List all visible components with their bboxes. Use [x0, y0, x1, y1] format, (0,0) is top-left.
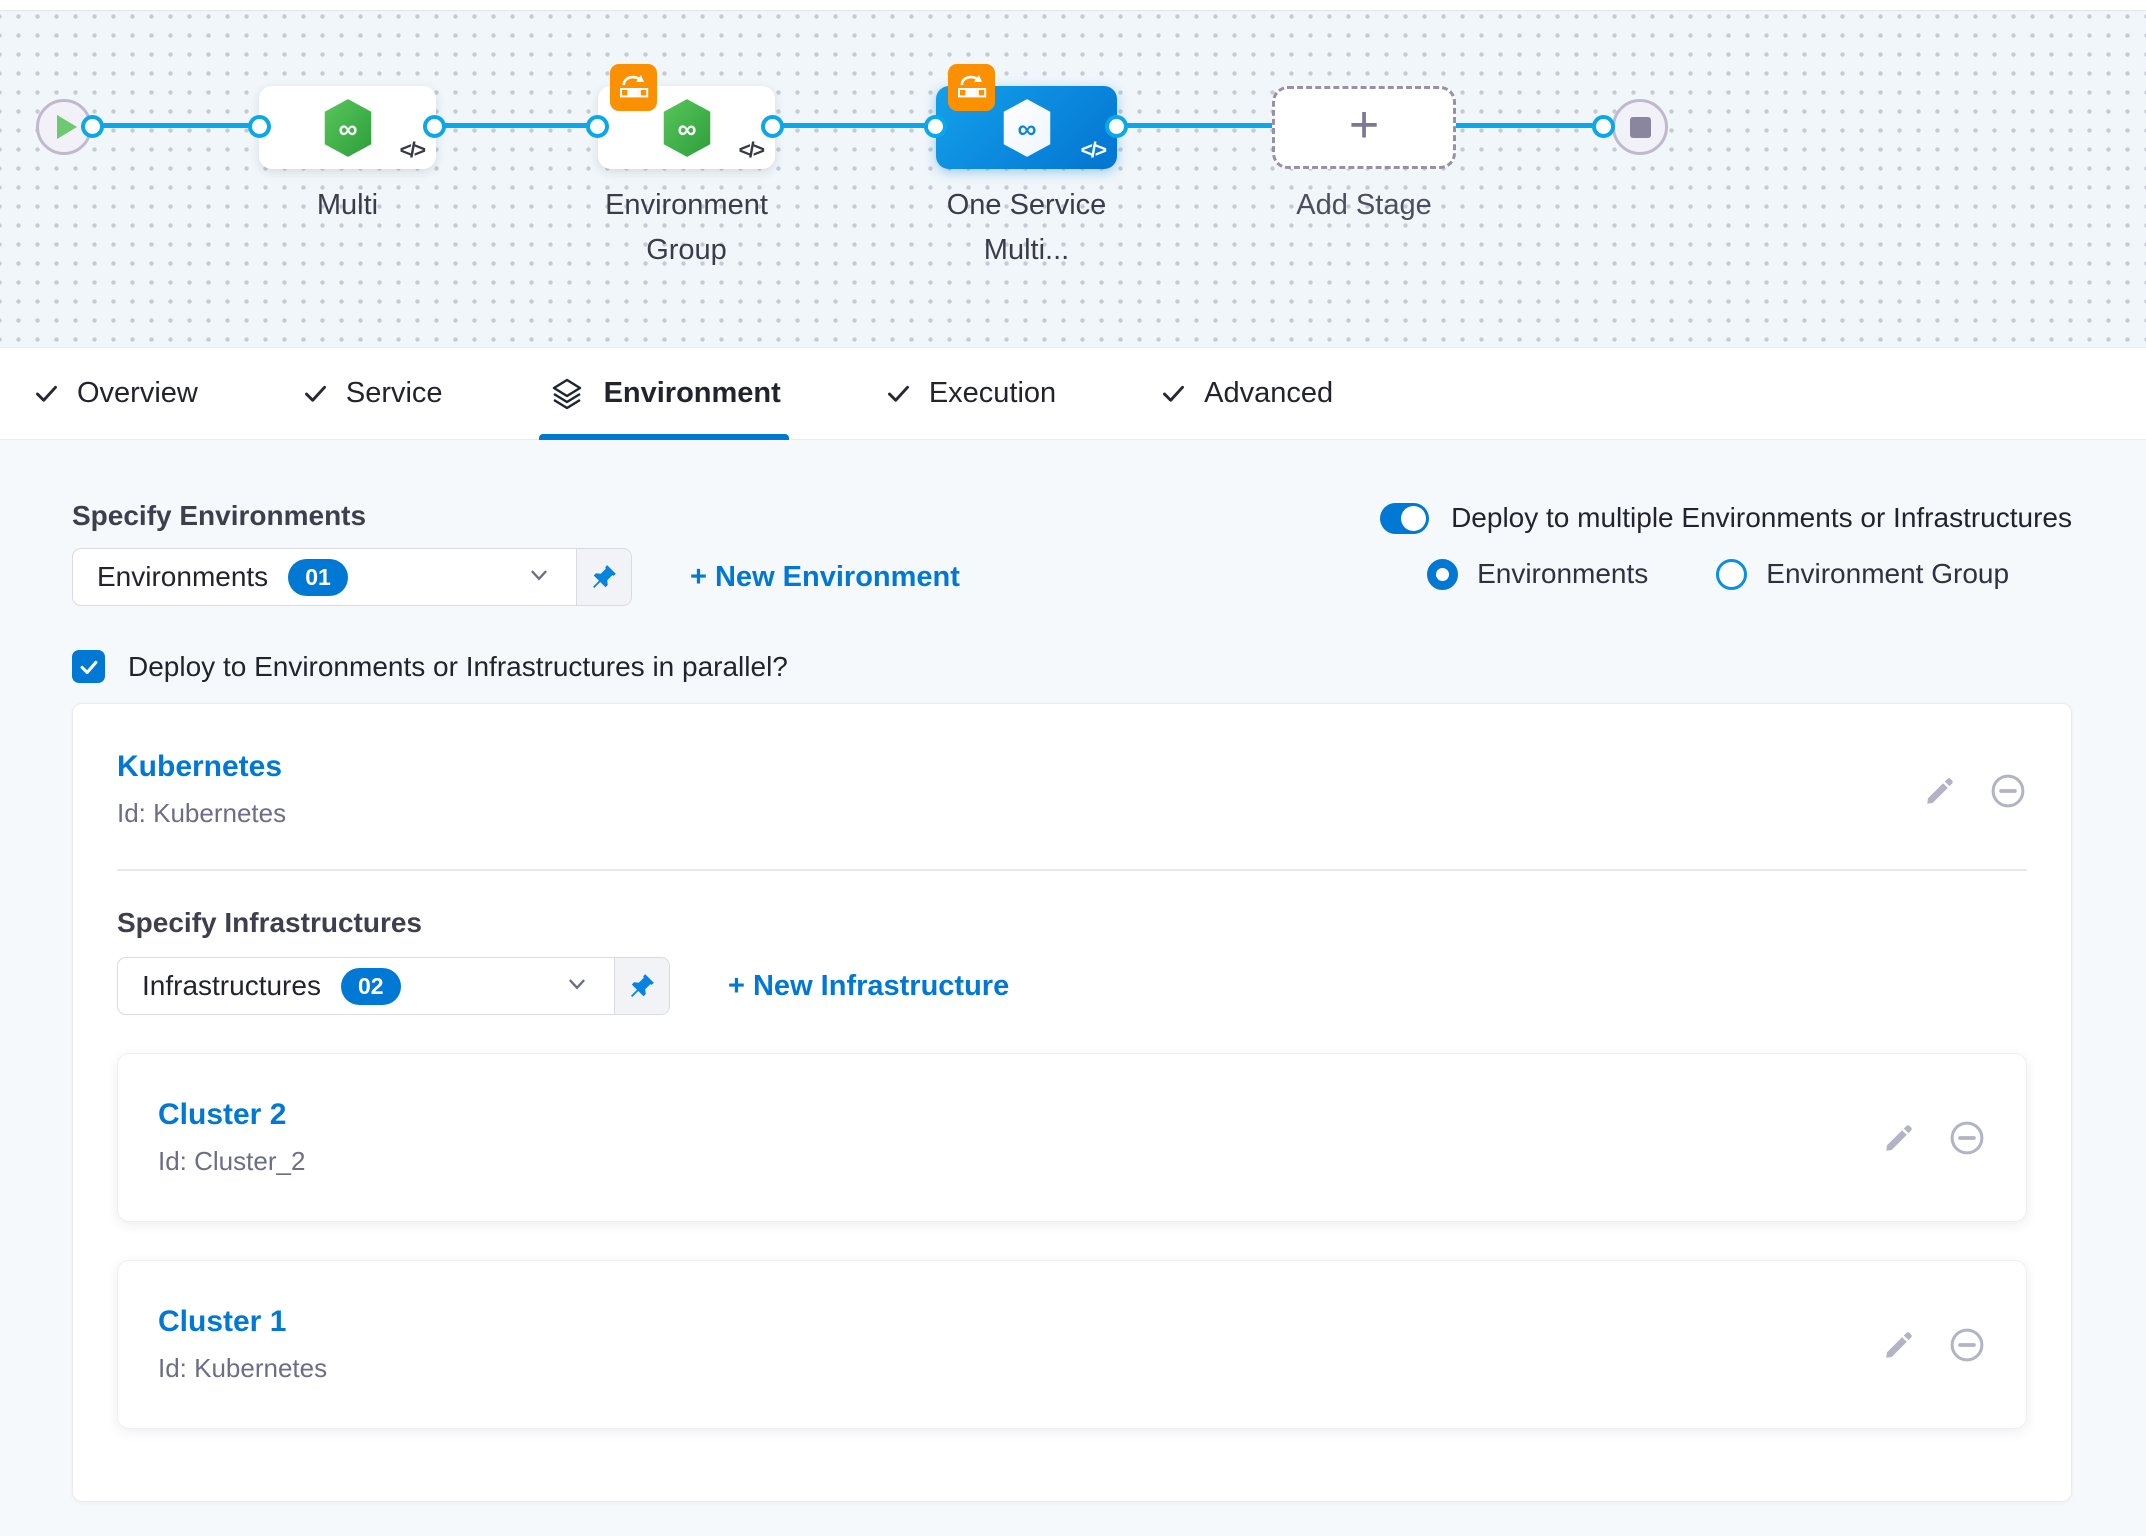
- infrastructure-name-link[interactable]: Cluster 1: [158, 1305, 287, 1338]
- pushpin-icon: [593, 565, 616, 588]
- pipeline-end-node: [1612, 99, 1668, 155]
- add-stage-button[interactable]: +: [1272, 86, 1456, 169]
- infrastructure-id: Id: Cluster_2: [158, 1146, 306, 1176]
- chevron-down-icon[interactable]: [526, 562, 552, 593]
- remove-environment-button[interactable]: [1989, 772, 2027, 810]
- stop-icon: [1629, 116, 1651, 138]
- radio-unselected-icon: [1716, 558, 1748, 590]
- connector-port: [423, 115, 446, 138]
- minus-circle-icon: [1950, 1121, 1984, 1154]
- connector-port: [586, 115, 609, 138]
- environments-count-badge: 01: [288, 558, 348, 596]
- multi-env-toggle[interactable]: [1380, 502, 1430, 534]
- environments-select: Environments 01: [72, 548, 632, 606]
- pipeline-connector-line: [64, 123, 1620, 128]
- parallel-checkbox-label: Deploy to Environments or Infrastructure…: [128, 650, 788, 682]
- top-strip: [0, 0, 2146, 11]
- environments-select-value[interactable]: Environments 01: [73, 549, 576, 605]
- looping-strategy-icon: [610, 64, 657, 111]
- pencil-icon: [1927, 778, 1953, 804]
- check-icon: [36, 385, 57, 402]
- edit-infrastructure-button[interactable]: [1882, 1121, 1916, 1155]
- environment-card: Kubernetes Id: Kubernetes: [72, 703, 2072, 1502]
- specify-infrastructures-label: Specify Infrastructures: [117, 907, 422, 938]
- stage-node-environment-group[interactable]: ∞ </>: [598, 64, 775, 169]
- code-icon: </>: [738, 139, 765, 162]
- divider: [117, 869, 2027, 871]
- pencil-icon: [1886, 1331, 1912, 1358]
- looping-strategy-icon: [948, 64, 995, 111]
- pin-environments-button[interactable]: [576, 549, 631, 605]
- edit-environment-button[interactable]: [1923, 774, 1957, 808]
- svg-text:∞: ∞: [1017, 113, 1036, 143]
- new-environment-link[interactable]: + New Environment: [690, 560, 960, 593]
- stage-label-one-service-multi: One Service Multi...: [946, 189, 1107, 266]
- environment-name-link[interactable]: Kubernetes: [117, 750, 283, 783]
- infrastructures-count-badge: 02: [340, 967, 401, 1005]
- connector-port: [924, 115, 947, 138]
- chevron-down-icon[interactable]: [564, 971, 590, 1002]
- service-hexagon-icon: ∞: [658, 97, 716, 159]
- pin-infrastructures-button[interactable]: [614, 958, 669, 1014]
- service-hexagon-icon: ∞: [998, 97, 1056, 159]
- pencil-icon: [1886, 1124, 1912, 1151]
- plus-icon: +: [1348, 95, 1380, 154]
- remove-infrastructure-button[interactable]: [1948, 1119, 1986, 1157]
- infrastructure-card-cluster-2: Cluster 2 Id: Cluster_2: [117, 1053, 2027, 1222]
- code-icon: </>: [1080, 139, 1107, 162]
- radio-environments[interactable]: Environments: [1427, 558, 1648, 590]
- code-icon: </>: [399, 139, 426, 162]
- specify-environments-label: Specify Environments: [72, 500, 367, 531]
- minus-circle-icon: [1991, 774, 2025, 808]
- parallel-checkbox[interactable]: [72, 650, 105, 683]
- tab-advanced[interactable]: Advanced: [1160, 348, 1333, 439]
- connector-port: [1105, 115, 1128, 138]
- edit-infrastructure-button[interactable]: [1882, 1328, 1916, 1362]
- infrastructures-select-value[interactable]: Infrastructures 02: [118, 958, 614, 1014]
- service-hexagon-icon: ∞: [319, 97, 377, 159]
- connector-port: [761, 115, 784, 138]
- svg-text:∞: ∞: [677, 113, 696, 143]
- connector-port: [248, 115, 271, 138]
- svg-text:∞: ∞: [338, 113, 357, 143]
- connector-port: [1592, 115, 1615, 138]
- infrastructure-id: Id: Kubernetes: [158, 1353, 328, 1383]
- multi-env-toggle-label: Deploy to multiple Environments or Infra…: [1451, 502, 2072, 533]
- new-infrastructure-link[interactable]: + New Infrastructure: [728, 969, 1010, 1002]
- remove-infrastructure-button[interactable]: [1948, 1326, 1986, 1364]
- check-icon: [887, 385, 909, 402]
- stage-label-multi: Multi: [316, 189, 379, 221]
- environment-id: Id: Kubernetes: [117, 798, 287, 828]
- stage-node-multi[interactable]: ∞ </>: [259, 86, 436, 169]
- tab-service[interactable]: Service: [302, 348, 443, 439]
- infrastructures-select: Infrastructures 02: [117, 957, 670, 1015]
- check-icon: [1163, 385, 1185, 402]
- radio-selected-icon: [1427, 558, 1459, 590]
- stage-tabbar: Overview Service Environment Execution A…: [0, 348, 2146, 440]
- stage-label-add-stage: Add Stage: [1296, 189, 1432, 221]
- tab-execution[interactable]: Execution: [885, 348, 1056, 439]
- pipeline-canvas[interactable]: ∞ </> ∞ </>: [0, 11, 2146, 348]
- stage-node-one-service-multi[interactable]: ∞ </>: [936, 64, 1117, 169]
- pushpin-icon: [631, 974, 654, 997]
- radio-environment-group[interactable]: Environment Group: [1716, 558, 2009, 590]
- check-icon: [80, 660, 97, 674]
- check-icon: [304, 385, 326, 402]
- connector-port: [81, 115, 104, 138]
- infrastructure-name-link[interactable]: Cluster 2: [158, 1098, 287, 1131]
- infrastructure-card-cluster-1: Cluster 1 Id: Kubernetes: [117, 1260, 2027, 1429]
- stage-label-environment-group: Environment Group: [605, 189, 768, 266]
- minus-circle-icon: [1950, 1328, 1984, 1361]
- pipeline-start-node: [36, 99, 92, 155]
- play-icon: [57, 115, 77, 139]
- tab-overview[interactable]: Overview: [33, 348, 198, 439]
- tab-environment[interactable]: Environment: [538, 348, 790, 440]
- layers-icon: [552, 378, 581, 409]
